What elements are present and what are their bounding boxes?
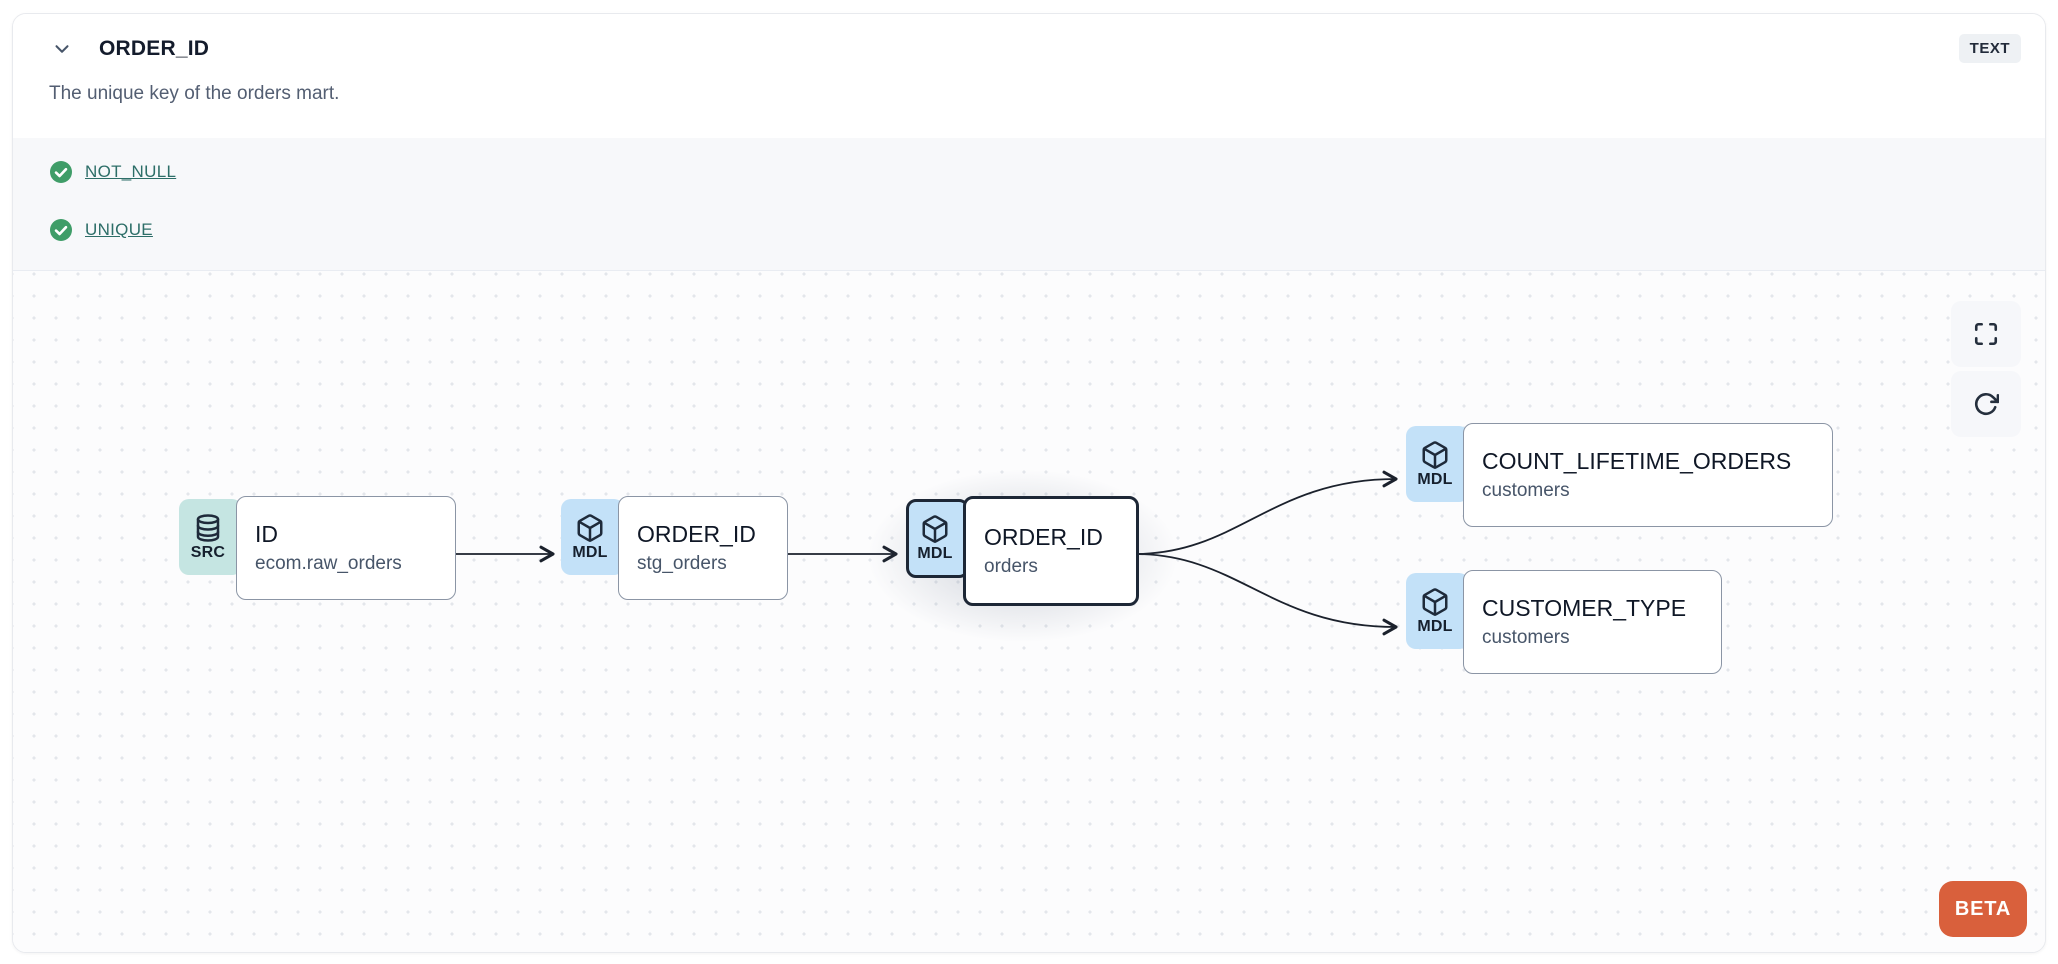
- node-card: COUNT_LIFETIME_ORDERS customers: [1463, 423, 1833, 527]
- node-title: COUNT_LIFETIME_ORDERS: [1482, 448, 1792, 474]
- refresh-icon: [1974, 392, 1999, 416]
- column-title: ORDER_ID: [99, 36, 210, 60]
- lineage-node-id-ecom-raw-orders[interactable]: SRC ID ecom.raw_orders: [179, 496, 456, 600]
- column-header: ORDER_ID TEXT The unique key of the orde…: [13, 14, 2045, 138]
- node-type-badge-mdl: MDL: [906, 499, 969, 578]
- node-subtitle: customers: [1482, 627, 1570, 648]
- column-description: The unique key of the orders mart.: [49, 83, 340, 104]
- lineage-node-order-id-stg-orders[interactable]: MDL ORDER_ID stg_orders: [561, 496, 788, 600]
- cube-icon: [920, 514, 950, 544]
- node-subtitle: stg_orders: [637, 553, 727, 574]
- test-row: NOT_NULL: [49, 160, 2019, 184]
- fullscreen-button[interactable]: [1951, 301, 2021, 367]
- lineage-canvas[interactable]: SRC ID ecom.raw_orders MDL ORDE: [13, 271, 2045, 952]
- lineage-node-customer-type-customers[interactable]: MDL CUSTOMER_TYPE customers: [1406, 570, 1722, 674]
- refresh-button[interactable]: [1951, 371, 2021, 437]
- test-row: UNIQUE: [49, 218, 2019, 242]
- cube-icon: [1420, 587, 1450, 617]
- node-type-badge-mdl: MDL: [1406, 426, 1469, 502]
- node-title: CUSTOMER_TYPE: [1482, 595, 1687, 621]
- check-circle-icon: [49, 218, 73, 242]
- check-circle-icon: [49, 160, 73, 184]
- node-title: ORDER_ID: [984, 524, 1103, 550]
- node-card: CUSTOMER_TYPE customers: [1463, 570, 1722, 674]
- node-type-badge-mdl: MDL: [1406, 573, 1469, 649]
- node-title: ORDER_ID: [637, 521, 756, 547]
- lineage-node-count-lifetime-orders-customers[interactable]: MDL COUNT_LIFETIME_ORDERS customers: [1406, 423, 1833, 527]
- fullscreen-icon: [1974, 322, 1998, 346]
- node-card: ORDER_ID orders: [963, 496, 1139, 606]
- node-type-badge-src: SRC: [179, 499, 242, 575]
- column-type-badge: TEXT: [1958, 34, 2021, 63]
- node-subtitle: orders: [984, 556, 1038, 577]
- canvas-controls: [1951, 301, 2021, 437]
- lineage-node-order-id-orders-selected[interactable]: MDL ORDER_ID orders: [861, 466, 1184, 646]
- cube-icon: [575, 513, 605, 543]
- node-badge-label: MDL: [917, 545, 953, 562]
- node-card: ORDER_ID stg_orders: [618, 496, 788, 600]
- lineage-edges: [456, 470, 1398, 636]
- column-details-card: ORDER_ID TEXT The unique key of the orde…: [12, 13, 2046, 953]
- node-card: ID ecom.raw_orders: [236, 496, 456, 600]
- node-type-badge-mdl: MDL: [561, 499, 624, 575]
- test-link-unique[interactable]: UNIQUE: [85, 220, 153, 239]
- edge-orders-to-count-lifetime-orders: [1134, 470, 1398, 555]
- node-badge-label: MDL: [1417, 470, 1453, 488]
- node-badge-label: SRC: [190, 543, 226, 561]
- node-title: ID: [255, 521, 278, 547]
- database-icon: [193, 513, 223, 543]
- node-subtitle: ecom.raw_orders: [255, 553, 402, 574]
- cube-icon: [1420, 440, 1450, 470]
- beta-badge[interactable]: BETA: [1939, 881, 2027, 937]
- test-link-not-null[interactable]: NOT_NULL: [85, 162, 177, 181]
- chevron-down-icon[interactable]: [49, 36, 75, 62]
- tests-section: NOT_NULL UNIQUE: [13, 138, 2045, 271]
- node-subtitle: customers: [1482, 480, 1570, 501]
- node-badge-label: MDL: [572, 543, 608, 561]
- edge-orders-to-customer-type: [1134, 553, 1398, 636]
- node-badge-label: MDL: [1417, 617, 1453, 635]
